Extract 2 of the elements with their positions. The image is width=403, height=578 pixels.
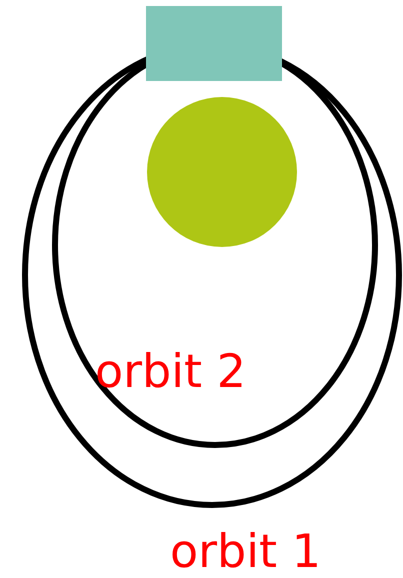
orbit-label: orbit 1 (170, 528, 321, 574)
orbit-label: orbit 2 (95, 348, 246, 394)
